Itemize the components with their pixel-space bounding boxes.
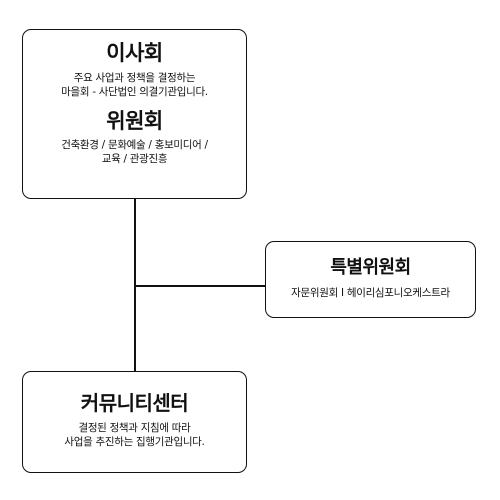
committee-title: 위원회: [106, 109, 163, 133]
special-committee-node: 특별위원회 자문위원회 I 헤이리심포니오케스트라: [265, 241, 476, 318]
community-center-desc-line: 사업을 추진하는 집행기관입니다.: [64, 436, 205, 448]
board-desc-line: 주요 사업과 정책을 결정하는: [73, 72, 196, 84]
board-desc-line: 마을회 - 사단법인 의결기관입니다.: [61, 86, 208, 98]
connector-branch-special: [134, 285, 265, 287]
community-center-description: 결정된 정책과 지침에 따라 사업을 추진하는 집행기관입니다.: [23, 421, 246, 449]
community-center-node: 커뮤니티센터 결정된 정책과 지침에 따라 사업을 추진하는 집행기관입니다.: [22, 371, 247, 473]
board-description: 주요 사업과 정책을 결정하는 마을회 - 사단법인 의결기관입니다.: [23, 71, 246, 99]
board-node: 이사회 주요 사업과 정책을 결정하는 마을회 - 사단법인 의결기관입니다. …: [22, 29, 247, 199]
board-title: 이사회: [106, 41, 163, 65]
community-center-desc-line: 결정된 정책과 지침에 따라: [78, 422, 191, 434]
special-committee-description: 자문위원회 I 헤이리심포니오케스트라: [291, 287, 450, 299]
special-committee-title: 특별위원회: [330, 257, 411, 278]
community-center-title: 커뮤니티센터: [80, 391, 189, 415]
committee-description: 건축환경 / 문화예술 / 홍보미디어 / 교육 / 관광진흥: [23, 138, 246, 166]
committee-desc-line: 건축환경 / 문화예술 / 홍보미디어 /: [61, 139, 208, 151]
committee-desc-line: 교육 / 관광진흥: [101, 153, 168, 165]
